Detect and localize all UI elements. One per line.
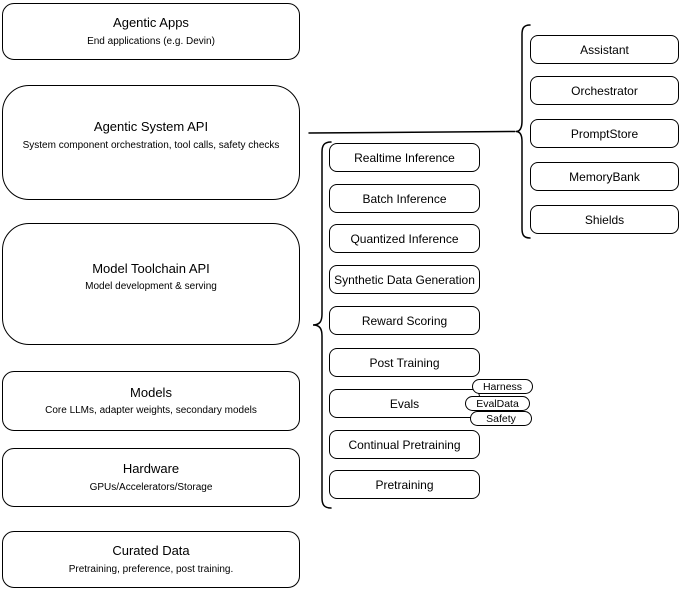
node-agentic-system-api: Agentic System API System component orch… bbox=[2, 85, 300, 200]
node-evals: Evals bbox=[329, 389, 480, 418]
node-subtitle: End applications (e.g. Devin) bbox=[87, 35, 215, 47]
pill-harness: Harness bbox=[472, 379, 533, 394]
node-realtime-inference: Realtime Inference bbox=[329, 143, 480, 172]
node-memorybank: MemoryBank bbox=[530, 162, 679, 191]
node-title: Agentic System API bbox=[93, 119, 209, 135]
node-agentic-apps: Agentic Apps End applications (e.g. Devi… bbox=[2, 3, 300, 60]
pill-evaldata: EvalData bbox=[465, 396, 530, 411]
node-models: Models Core LLMs, adapter weights, secon… bbox=[2, 371, 300, 431]
toolchain-brace bbox=[312, 141, 332, 509]
node-promptstore: PromptStore bbox=[530, 119, 679, 148]
node-title: Hardware bbox=[122, 461, 180, 477]
node-subtitle: Pretraining, preference, post training. bbox=[68, 563, 234, 575]
node-subtitle: System component orchestration, tool cal… bbox=[22, 139, 280, 151]
node-subtitle: Model development & serving bbox=[85, 281, 217, 293]
node-curated-data: Curated Data Pretraining, preference, po… bbox=[2, 531, 300, 588]
system-api-connector-line bbox=[308, 130, 516, 134]
node-synthetic-data-generation: Synthetic Data Generation bbox=[329, 265, 480, 294]
node-title: Models bbox=[130, 384, 172, 400]
node-model-toolchain-api: Model Toolchain API Model development & … bbox=[2, 223, 300, 345]
node-title: Agentic Apps bbox=[113, 15, 189, 31]
node-assistant: Assistant bbox=[530, 35, 679, 64]
node-shields: Shields bbox=[530, 205, 679, 234]
node-hardware: Hardware GPUs/Accelerators/Storage bbox=[2, 448, 300, 507]
node-quantized-inference: Quantized Inference bbox=[329, 224, 480, 253]
node-reward-scoring: Reward Scoring bbox=[329, 306, 480, 335]
node-subtitle: Core LLMs, adapter weights, secondary mo… bbox=[45, 405, 257, 417]
node-post-training: Post Training bbox=[329, 348, 480, 377]
components-brace bbox=[515, 24, 531, 239]
pill-safety: Safety bbox=[470, 411, 532, 426]
node-title: Model Toolchain API bbox=[92, 260, 210, 276]
node-pretraining: Pretraining bbox=[329, 470, 480, 499]
node-batch-inference: Batch Inference bbox=[329, 184, 480, 213]
node-title: Curated Data bbox=[112, 543, 190, 559]
node-continual-pretraining: Continual Pretraining bbox=[329, 430, 480, 459]
node-subtitle: GPUs/Accelerators/Storage bbox=[89, 481, 213, 493]
node-orchestrator: Orchestrator bbox=[530, 76, 679, 105]
